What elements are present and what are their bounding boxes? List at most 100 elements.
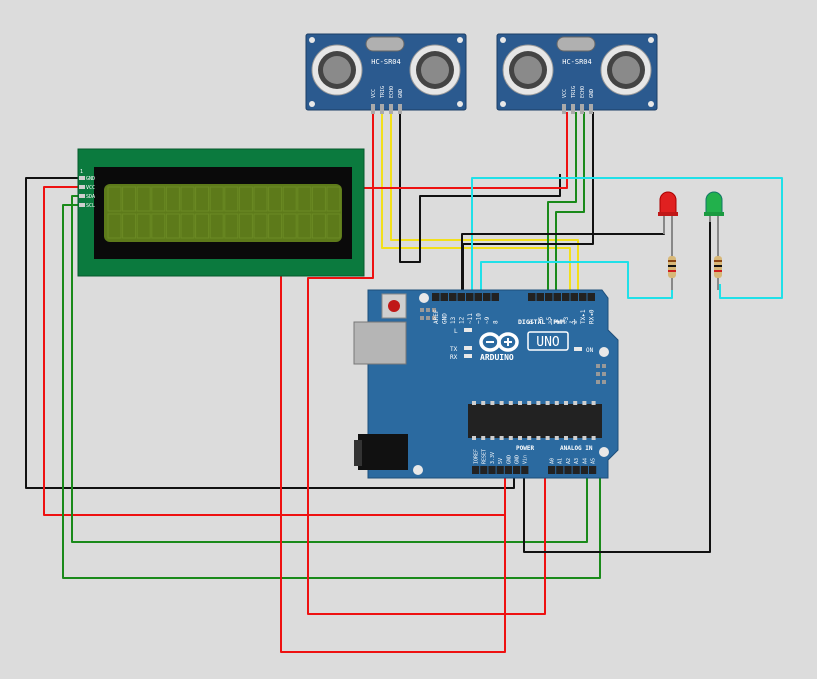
led-l-label: L bbox=[454, 328, 458, 335]
lcd-module[interactable]: 1 GND VCC SDA SCL bbox=[77, 148, 365, 277]
power-pin-label: GND bbox=[515, 455, 521, 464]
wire-led-red-signal[interactable] bbox=[471, 177, 783, 299]
chip-pin bbox=[564, 401, 568, 405]
header-pin[interactable] bbox=[513, 466, 521, 474]
lcd-char-cell bbox=[326, 186, 341, 212]
sensor-pin[interactable] bbox=[389, 104, 393, 114]
wire-led-green-gnd[interactable] bbox=[523, 222, 711, 553]
lcd-pin[interactable] bbox=[79, 176, 85, 180]
power-pin-label: 3.3V bbox=[490, 452, 496, 464]
header-pin[interactable] bbox=[579, 293, 587, 301]
wire-lcd-sda[interactable] bbox=[71, 195, 588, 543]
chip-pin bbox=[573, 401, 578, 405]
lcd-pin[interactable] bbox=[79, 203, 85, 207]
lcd-pin-label: SDA bbox=[86, 194, 95, 200]
lcd-char-cell bbox=[195, 186, 210, 212]
lcd-char-grid bbox=[107, 186, 341, 239]
header-pin[interactable] bbox=[432, 293, 440, 301]
chip-pin bbox=[490, 436, 495, 440]
sensor-pin-label: GND bbox=[589, 89, 595, 98]
wire-led-green-signal[interactable] bbox=[480, 261, 673, 299]
header-pin[interactable] bbox=[580, 466, 588, 474]
header-pin[interactable] bbox=[483, 293, 491, 301]
power-pin-label: RESET bbox=[482, 449, 488, 464]
lcd-screen bbox=[104, 184, 342, 242]
wire-sensor1-vcc[interactable] bbox=[307, 112, 546, 615]
wire-led-common-gnd[interactable] bbox=[461, 222, 665, 298]
lcd-pin[interactable] bbox=[79, 194, 85, 198]
wire-sensor2-gnd[interactable] bbox=[462, 112, 594, 298]
lcd-char-cell bbox=[180, 186, 195, 212]
wire-sensor2-echo[interactable] bbox=[555, 112, 585, 298]
wire-sensor1-trig[interactable] bbox=[381, 112, 571, 298]
ultrasonic-sensor-1[interactable]: HC-SR04 VCC TRIG ECHO GND bbox=[305, 33, 467, 114]
resistor-green-led[interactable] bbox=[714, 240, 722, 290]
header-pin[interactable] bbox=[472, 466, 480, 474]
header-pin[interactable] bbox=[545, 293, 553, 301]
header-pin[interactable] bbox=[496, 466, 504, 474]
lcd-char-cell bbox=[122, 186, 137, 212]
wire-sensor1-echo[interactable] bbox=[390, 112, 579, 298]
led-on-label: ON bbox=[586, 347, 594, 354]
digital-header[interactable] bbox=[432, 293, 595, 301]
header-pin[interactable] bbox=[504, 466, 512, 474]
sensor-pin[interactable] bbox=[571, 104, 575, 114]
green-led[interactable] bbox=[704, 191, 724, 240]
header-pin[interactable] bbox=[528, 293, 536, 301]
lcd-char-cell bbox=[165, 186, 180, 212]
wire-lcd-gnd[interactable] bbox=[25, 177, 515, 489]
header-pin[interactable] bbox=[491, 293, 500, 301]
lcd-char-cell bbox=[238, 213, 253, 239]
header-pin[interactable] bbox=[556, 466, 564, 474]
header-pin[interactable] bbox=[548, 466, 556, 474]
digital-pin-label: GND bbox=[442, 313, 449, 324]
chip-pin bbox=[518, 436, 522, 440]
sensor-pin[interactable] bbox=[589, 104, 593, 114]
header-pin[interactable] bbox=[521, 466, 529, 474]
reset-button[interactable] bbox=[381, 293, 407, 319]
digital-pin-label: ~10 bbox=[476, 313, 483, 324]
chip-pin bbox=[554, 436, 559, 440]
header-pin[interactable] bbox=[440, 293, 449, 301]
sensor-pin[interactable] bbox=[580, 104, 584, 114]
lcd-char-cell bbox=[151, 186, 166, 212]
header-pin[interactable] bbox=[449, 293, 457, 301]
header-pin[interactable] bbox=[488, 466, 496, 474]
header-pin[interactable] bbox=[589, 466, 597, 474]
header-pin[interactable] bbox=[564, 466, 572, 474]
header-pin[interactable] bbox=[553, 293, 562, 301]
header-pin[interactable] bbox=[466, 293, 474, 301]
transducer-left bbox=[502, 44, 554, 96]
chip-pin bbox=[481, 401, 486, 405]
power-pin-label: 5V bbox=[498, 458, 504, 464]
sensor-pin[interactable] bbox=[562, 104, 566, 114]
sensor-pin[interactable] bbox=[371, 104, 375, 114]
sensor-pin[interactable] bbox=[398, 104, 402, 114]
red-led[interactable] bbox=[658, 191, 678, 240]
wire-lcd-scl[interactable] bbox=[62, 204, 601, 579]
usb-port bbox=[353, 321, 407, 365]
lcd-pin-label: SCL bbox=[86, 203, 95, 209]
lcd-pin[interactable] bbox=[79, 185, 85, 189]
header-pin[interactable] bbox=[474, 293, 483, 301]
led-rx-label: RX bbox=[450, 354, 458, 361]
header-pin[interactable] bbox=[570, 293, 579, 301]
sensor-pin[interactable] bbox=[380, 104, 384, 114]
power-analog-header[interactable] bbox=[472, 466, 597, 474]
wire-sensor1-gnd[interactable] bbox=[399, 112, 561, 263]
ultrasonic-sensor-2[interactable]: HC-SR04 VCC TRIG ECHO GND bbox=[496, 33, 658, 114]
lcd-char-cell bbox=[107, 213, 122, 239]
wire-sensor2-vcc[interactable] bbox=[280, 112, 568, 653]
resistor-red-led[interactable] bbox=[668, 240, 676, 290]
header-pin[interactable] bbox=[480, 466, 488, 474]
header-pin[interactable] bbox=[536, 293, 545, 301]
digital-pin-label: 13 bbox=[450, 316, 457, 324]
lcd-char-cell bbox=[297, 186, 312, 212]
header-pin[interactable] bbox=[457, 293, 466, 301]
wire-sensor2-trig[interactable] bbox=[547, 112, 577, 298]
header-pin[interactable] bbox=[572, 466, 580, 474]
header-pin[interactable] bbox=[562, 293, 570, 301]
header-pin[interactable] bbox=[587, 293, 596, 301]
